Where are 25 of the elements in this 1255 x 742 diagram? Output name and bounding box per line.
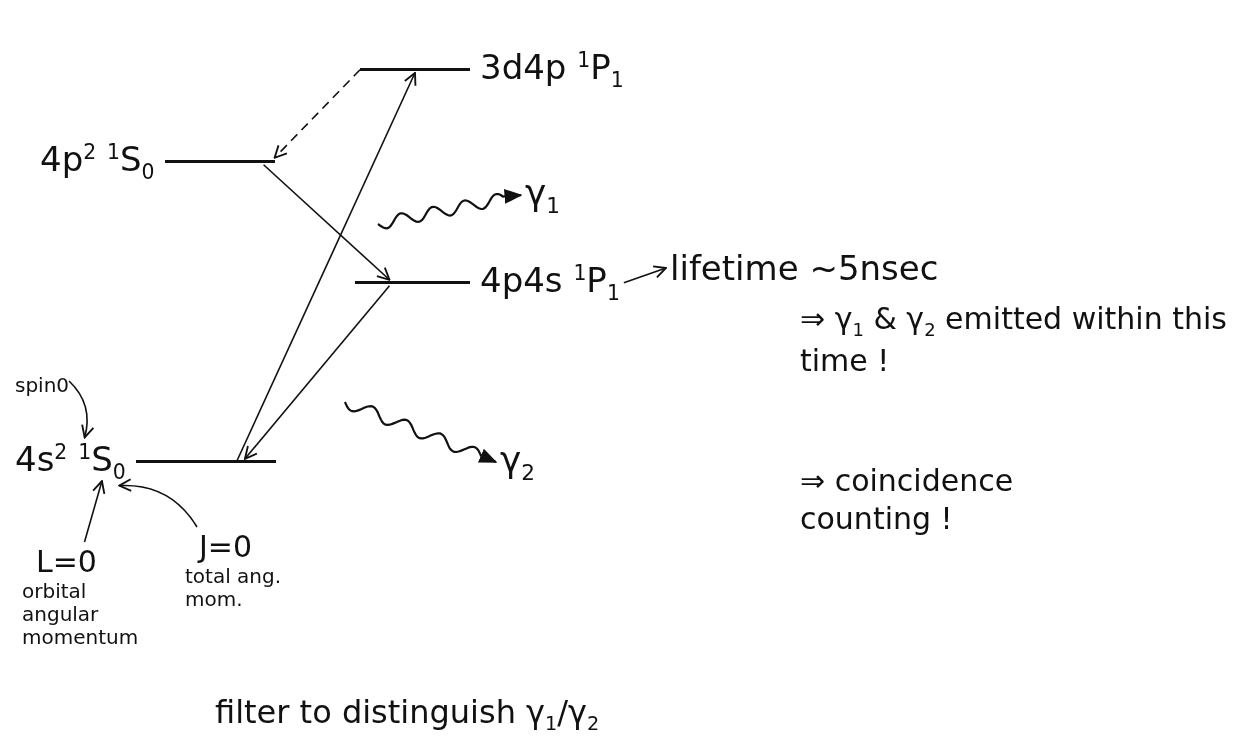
note-text: filter to distinguish γ$_{1}$/γ$_{2}$ bbox=[215, 692, 601, 737]
dashed-arrow bbox=[273, 69, 361, 159]
term-label: 4p4s $^{1}$P$_{1}$ bbox=[480, 261, 620, 305]
transition-arrow bbox=[235, 71, 417, 463]
wavy-arrow bbox=[377, 188, 523, 230]
term-label: 4p$^{2}$ $^{1}$S$_{0}$ bbox=[40, 140, 155, 184]
term-label: 3d4p $^{1}$P$_{1}$ bbox=[480, 48, 624, 92]
term-label: 4s$^{2}$ $^{1}$S$_{0}$ bbox=[15, 440, 126, 484]
photon-label: γ$_{1}$ bbox=[525, 172, 561, 219]
transition-arrow bbox=[244, 284, 391, 460]
lifetime-note: lifetime ~5nsec bbox=[670, 248, 939, 288]
leader-arrow bbox=[118, 478, 198, 528]
arrow bbox=[623, 265, 667, 284]
note-text: ⇒ γ$_{1}$ & γ$_{2}$ emitted within this time ! bbox=[800, 300, 1228, 379]
note-text: ⇒ coincidence counting ! bbox=[800, 462, 1015, 537]
leader-arrow bbox=[68, 380, 94, 439]
annotation-text: orbital angular momentum bbox=[22, 579, 140, 649]
leader-arrow bbox=[83, 480, 106, 543]
quantum-number-label: J=0 bbox=[196, 530, 254, 565]
transition-arrow bbox=[262, 164, 391, 281]
annotation-text: spin0 bbox=[15, 373, 70, 397]
quantum-number-label: L=0 bbox=[35, 545, 98, 580]
wavy-arrow bbox=[344, 401, 498, 464]
photon-label: γ$_{2}$ bbox=[500, 439, 536, 486]
annotation-text: total ang. mom. bbox=[185, 564, 283, 611]
